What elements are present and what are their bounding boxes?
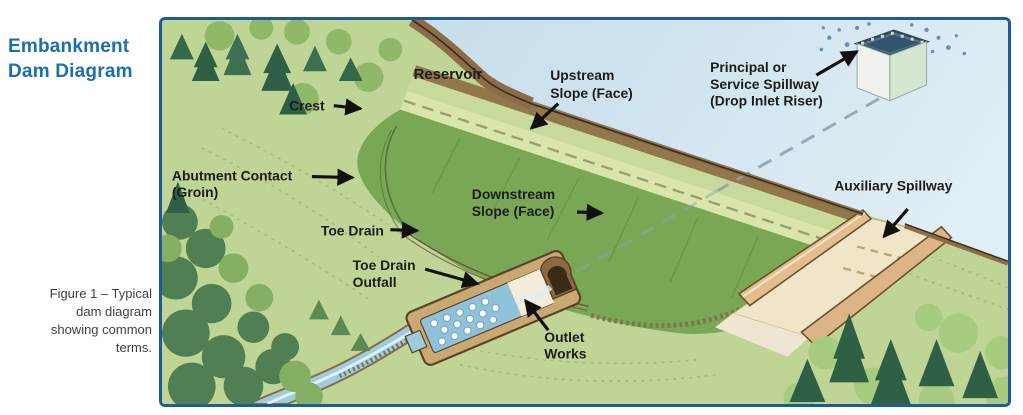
forest-left-bottom [162, 181, 371, 404]
bush-cluster-light [162, 214, 323, 404]
spillway-sill [715, 313, 810, 357]
crest-arrow [333, 98, 363, 116]
outlet-works-portal [547, 266, 573, 296]
evergreens-right [789, 313, 999, 404]
principal-spillway-arrow [815, 50, 859, 77]
auxiliary-spillway-label: Auxiliary Spillway [834, 177, 952, 193]
drop-inlet-riser [819, 22, 967, 102]
abutment-groin-line-2 [379, 129, 404, 236]
downstream-slope-label-line2: Slope (Face) [472, 203, 555, 219]
toe-drain-arrow [390, 221, 420, 239]
abutment-contact-label-line2: (Groin) [172, 184, 218, 200]
toe-drain-label: Toe Drain [321, 223, 384, 239]
forest-top-left [169, 20, 403, 115]
downstream-slope-label-line1: Downstream [472, 186, 555, 202]
spillway-left-wall [737, 208, 873, 307]
reservoir-label: Reservoir [414, 67, 483, 83]
toe-drain-outfall-label-line1: Toe Drain [353, 257, 416, 273]
stream-bank-scrub [337, 319, 438, 379]
abutment-contact-label-line1: Abutment Contact [172, 168, 293, 184]
downstream-slope-face [357, 109, 849, 334]
toe-drain-outfall-arrow [424, 267, 480, 289]
auxiliary-spillway-arrow [882, 208, 909, 239]
riser-side-face [889, 40, 928, 102]
dam-diagram-figure: Reservoir Upstream Slope (Face) Principa… [159, 17, 1011, 407]
outfall-basin [404, 250, 582, 366]
toe-drain-outfall-label-line2: Outfall [353, 274, 397, 290]
bush-cluster [204, 20, 403, 115]
riser-splash [819, 22, 967, 60]
evergreen-trees [169, 33, 363, 115]
crest-label: Crest [289, 98, 325, 114]
dam-diagram-illustration: Reservoir Upstream Slope (Face) Principa… [162, 20, 1008, 404]
stream-water [247, 314, 441, 404]
stream-highlight [266, 322, 427, 404]
basin-apron-concrete [507, 268, 555, 317]
shoreline-right [903, 223, 1008, 266]
principal-spillway-label-line3: (Drop Inlet Riser) [710, 93, 823, 109]
deciduous-light [783, 303, 1008, 404]
outlet-works-arrow [524, 298, 550, 332]
outlet-works-label-line2: Works [544, 346, 586, 362]
abutment-groin-line [384, 125, 409, 233]
principal-spillway-label-line2: Service Spillway [710, 76, 819, 92]
forest-bottom-right [783, 303, 1008, 404]
shoreline [408, 20, 1008, 266]
auxiliary-spillway-channel [715, 208, 953, 357]
outlet-works-label-line1: Outlet [544, 329, 585, 345]
upstream-slope-arrow [529, 102, 560, 130]
upstream-slope-face [407, 76, 861, 239]
abutment-contact-arrow [311, 168, 355, 186]
basin-outlet-notch [404, 329, 428, 354]
downstream-slope-arrow [576, 203, 605, 222]
callout-labels: Reservoir Upstream Slope (Face) Principa… [172, 59, 953, 361]
callout-arrows [311, 50, 909, 332]
upstream-slope-label-line2: Slope (Face) [550, 85, 633, 101]
figure-caption: Figure 1 – Typical dam diagram showing c… [49, 286, 152, 355]
baffle-blocks [430, 297, 500, 346]
outfall-stream [247, 314, 441, 404]
principal-spillway-label-line1: Principal or [710, 59, 787, 75]
riser-opening [865, 34, 919, 53]
stream-bushes [308, 299, 371, 351]
waterline-dark-edge [411, 20, 864, 215]
upstream-slope-label-line1: Upstream [550, 67, 614, 83]
bush-cluster-dark [162, 204, 300, 404]
outlet-flow [518, 284, 553, 304]
spillway-wall-highlight [742, 212, 866, 298]
crest-road-line [403, 99, 852, 250]
toe-scrub [590, 305, 744, 329]
figure-title: Embankment Dam Diagram [8, 36, 133, 82]
waterline-dark-edge-right [904, 223, 1008, 262]
